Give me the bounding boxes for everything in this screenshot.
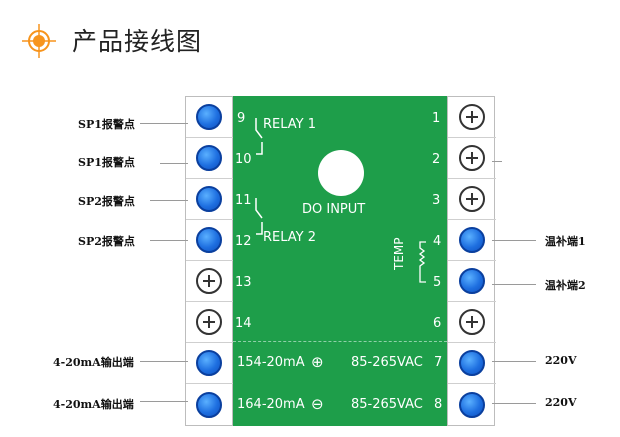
right-terminal-5: [448, 261, 496, 302]
temp-label: TEMP: [392, 237, 406, 270]
relay1-label: RELAY 1: [263, 117, 317, 132]
left-label-11: SP2报警点: [78, 195, 135, 208]
blue-screw-icon: [196, 104, 222, 130]
blue-screw-icon: [459, 350, 485, 376]
temp-sensor-symbol: [418, 241, 426, 283]
terminal-number-1: 1: [432, 111, 441, 126]
left-terminal-15: [186, 343, 234, 384]
wire-right-4: [492, 240, 536, 241]
left-terminal-13: [186, 261, 234, 302]
right-terminal-7: [448, 343, 496, 384]
right-terminal-strip: [447, 96, 496, 427]
mounting-hole: [318, 150, 364, 196]
right-terminal-6: [448, 302, 496, 343]
left-label-10: SP1报警点: [78, 156, 135, 169]
blue-screw-icon: [459, 392, 485, 418]
right-terminal-1: [448, 97, 496, 138]
left-terminal-10: [186, 138, 234, 179]
wire-left-7: [140, 361, 188, 362]
terminal-number-12: 12: [235, 234, 252, 249]
left-terminal-9: [186, 97, 234, 138]
terminal-number-10: 10: [235, 152, 252, 167]
row8-right-text: 85-265VAC: [351, 397, 423, 412]
relay2-label: RELAY 2: [263, 230, 317, 245]
left-terminal-strip: [185, 96, 234, 427]
left-terminal-12: [186, 220, 234, 261]
right-label-5: 温补端2: [545, 279, 586, 292]
right-terminal-3: [448, 179, 496, 220]
terminal-number-5: 5: [433, 275, 442, 290]
relay-contact-symbols: [255, 118, 263, 235]
left-terminal-14: [186, 302, 234, 343]
row8-left-text: 164-20mA: [237, 397, 305, 412]
wire-right-2: [492, 161, 502, 162]
terminal-number-6: 6: [433, 316, 442, 331]
right-label-7: 220V: [545, 354, 577, 367]
wire-right-5: [492, 284, 536, 285]
wire-left-4: [150, 240, 188, 241]
blue-screw-icon: [196, 350, 222, 376]
terminal-number-14: 14: [235, 316, 252, 331]
right-label-4: 温补端1: [545, 235, 586, 248]
phillips-screw-icon: [459, 145, 485, 171]
crosshair-sun-icon: [22, 24, 56, 58]
right-terminal-2: [448, 138, 496, 179]
phillips-screw-icon: [459, 104, 485, 130]
right-terminal-4: [448, 220, 496, 261]
terminal-number-7: 7: [434, 355, 443, 370]
left-label-12: SP2报警点: [78, 235, 135, 248]
wire-left-2: [160, 163, 188, 164]
blue-screw-icon: [196, 392, 222, 418]
left-terminal-16: [186, 384, 234, 427]
terminal-number-4: 4: [433, 234, 442, 249]
blue-screw-icon: [459, 227, 485, 253]
do-input-label: DO INPUT: [302, 202, 366, 217]
terminal-number-11: 11: [235, 193, 252, 208]
phillips-screw-icon: [459, 309, 485, 335]
row7-left-text: 154-20mA: [237, 355, 305, 370]
wire-left-3: [150, 200, 188, 201]
wire-right-8: [492, 403, 536, 404]
plus-icon: ⊕: [311, 353, 324, 371]
phillips-screw-icon: [196, 268, 222, 294]
right-terminal-8: [448, 384, 496, 427]
page-title: 产品接线图: [72, 27, 203, 56]
wire-left-8: [140, 401, 188, 402]
left-label-16: 4-20mA输出端: [53, 398, 134, 411]
phillips-screw-icon: [459, 186, 485, 212]
phillips-screw-icon: [196, 309, 222, 335]
left-terminal-11: [186, 179, 234, 220]
wire-right-7: [492, 361, 536, 362]
terminal-number-9: 9: [237, 111, 246, 126]
blue-screw-icon: [196, 145, 222, 171]
left-label-15: 4-20mA输出端: [53, 356, 134, 369]
blue-screw-icon: [459, 268, 485, 294]
terminal-number-2: 2: [432, 152, 441, 167]
left-label-9: SP1报警点: [78, 118, 135, 131]
blue-screw-icon: [196, 227, 222, 253]
terminal-number-3: 3: [432, 193, 441, 208]
row7-right-text: 85-265VAC: [351, 355, 423, 370]
terminal-number-8: 8: [434, 397, 443, 412]
wire-left-1: [140, 123, 188, 124]
right-label-8: 220V: [545, 396, 577, 409]
blue-screw-icon: [196, 186, 222, 212]
board-divider: [233, 341, 447, 342]
minus-icon: ⊖: [311, 395, 324, 413]
terminal-number-13: 13: [235, 275, 252, 290]
